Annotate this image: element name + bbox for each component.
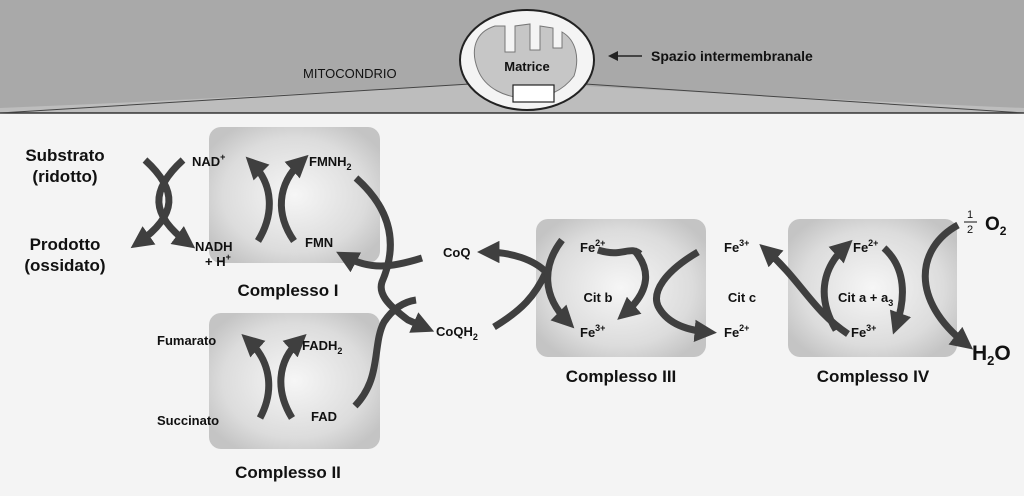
complex-iii-fe3-label: Fe3+ xyxy=(580,323,605,340)
fad-to-fadh2-arrow xyxy=(277,333,307,420)
complex-i-box xyxy=(209,127,380,263)
cyt-c-fe2-label: Fe2+ xyxy=(724,323,749,340)
complex-iii-to-cyt-c-arrow xyxy=(653,248,717,343)
complex-iii-label: Complesso III xyxy=(566,367,677,386)
mitochondrion-icon xyxy=(459,9,595,111)
nadh-to-fmnh2-arrow xyxy=(278,154,309,243)
cyt-c-fe3-label: Fe3+ xyxy=(724,238,749,255)
coqh2-label: CoQH2 xyxy=(436,324,478,342)
substrate-reduced-label: (ridotto) xyxy=(32,167,97,186)
cit-b-label: Cit b xyxy=(584,290,613,305)
complex-iii-box xyxy=(536,219,706,357)
complex-i-label: Complesso I xyxy=(237,281,338,300)
complex-iv-fe2-label: Fe2+ xyxy=(853,238,878,255)
nad-to-nadh-arrow xyxy=(155,157,196,249)
fad-label: FAD xyxy=(311,409,337,424)
complex-iii-to-coq-arrow xyxy=(477,240,549,275)
succinate-arrow xyxy=(241,333,273,420)
half-denominator: 2 xyxy=(967,224,973,236)
complex-iii-fe2-label: Fe2+ xyxy=(580,238,605,255)
fmnh2-label: FMNH2 xyxy=(309,154,352,172)
fmnh2-to-nad-arrow xyxy=(245,156,273,243)
reaction-arrows xyxy=(130,154,974,420)
hplus-label: + H+ xyxy=(205,252,231,269)
fadh2-label: FADH2 xyxy=(302,338,342,356)
oxygen-to-water-arrow xyxy=(921,221,974,350)
half-numerator: 1 xyxy=(967,209,973,221)
fumarate-label: Fumarato xyxy=(157,333,216,348)
intermembrane-pointer-head xyxy=(608,51,618,61)
complex-ii-label: Complesso II xyxy=(235,463,341,482)
cit-c-label: Cit c xyxy=(728,290,756,305)
zoom-line-right xyxy=(584,83,1024,114)
water-label: H2O xyxy=(972,342,1011,368)
complex-ii-box xyxy=(209,313,380,449)
matrix-label: Matrice xyxy=(504,59,550,74)
cit-b-right-arrow xyxy=(617,247,649,320)
cit-a-left-arrow xyxy=(820,239,853,332)
substrate-label: Substrato xyxy=(25,146,104,165)
mitochondrion-label: MITOCONDRIO xyxy=(303,66,397,81)
cit-a-label: Cit a + a3 xyxy=(838,290,893,308)
nadh-label: NADH xyxy=(195,239,233,254)
coq-to-fmn-arrow xyxy=(336,251,424,273)
zoom-line-left xyxy=(0,83,471,114)
fadh2-to-coq-arrow xyxy=(352,296,417,409)
coq-label: CoQ xyxy=(443,245,470,260)
complex-iv-fe3-label: Fe3+ xyxy=(851,323,876,340)
oxygen-label: O2 xyxy=(985,214,1007,238)
product-oxidized-label: (ossidato) xyxy=(24,256,105,275)
product-label: Prodotto xyxy=(30,235,101,254)
succinate-label: Succinato xyxy=(157,413,219,428)
cit-a-right-arrow xyxy=(881,245,912,335)
intermembrane-label: Spazio intermembranale xyxy=(651,48,813,64)
complex-iv-label: Complesso IV xyxy=(817,367,930,386)
coqh2-to-complex-iii-arrow xyxy=(492,270,550,330)
nad-label: NAD+ xyxy=(192,152,225,169)
cit-b-left-arrow xyxy=(544,237,575,329)
substrate-to-product-arrow xyxy=(130,157,173,249)
fmn-label: FMN xyxy=(305,235,333,250)
